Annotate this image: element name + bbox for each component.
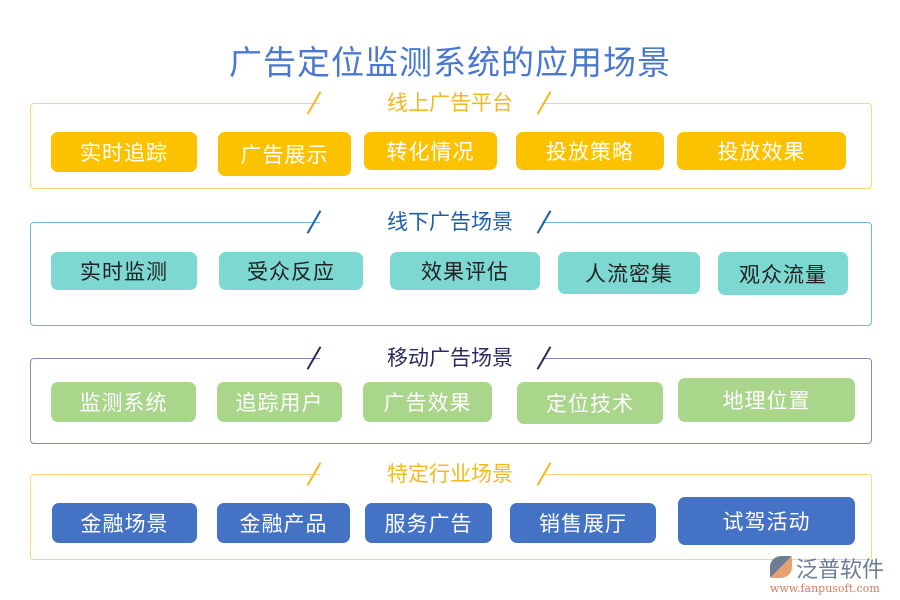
scenario-item: 地理位置 [678, 378, 855, 422]
logo-url: www.fanpusoft.com [770, 582, 880, 595]
section-title: 移动广告场景 [387, 346, 513, 370]
scenario-item: 效果评估 [390, 252, 540, 290]
page-title: 广告定位监测系统的应用场景 [229, 43, 671, 82]
scenario-item: 投放策略 [516, 132, 664, 170]
divider-gap [320, 219, 542, 225]
scenario-item: 试驾活动 [678, 497, 855, 545]
scenario-item: 金融场景 [52, 503, 197, 543]
scenario-item: 定位技术 [517, 382, 663, 424]
scenario-item: 人流密集 [558, 252, 700, 294]
scenario-item: 受众反应 [219, 252, 363, 290]
scenario-item: 转化情况 [364, 132, 497, 170]
scenario-item: 追踪用户 [217, 382, 342, 422]
scenario-item: 观众流量 [718, 252, 848, 295]
scenario-item: 广告展示 [218, 132, 351, 176]
scenario-item: 金融产品 [217, 503, 350, 543]
logo: 泛普软件 www.fanpusoft.com [770, 552, 895, 597]
divider-gap [320, 471, 542, 477]
scenario-item: 监测系统 [51, 382, 196, 422]
section-title: 线上广告平台 [387, 91, 513, 115]
divider-gap [320, 355, 542, 361]
scenario-item: 销售展厅 [510, 503, 656, 543]
section-title: 特定行业场景 [387, 462, 513, 486]
section-title: 线下广告场景 [387, 210, 513, 234]
scenario-item: 投放效果 [677, 132, 846, 170]
scenario-item: 广告效果 [363, 382, 492, 422]
scenario-item: 服务广告 [365, 503, 492, 543]
logo-name: 泛普软件 [796, 558, 885, 583]
scenario-item: 实时监测 [51, 252, 197, 290]
scenario-item: 实时追踪 [51, 132, 197, 172]
logo-mark-icon [770, 556, 792, 578]
divider-gap [320, 100, 542, 106]
